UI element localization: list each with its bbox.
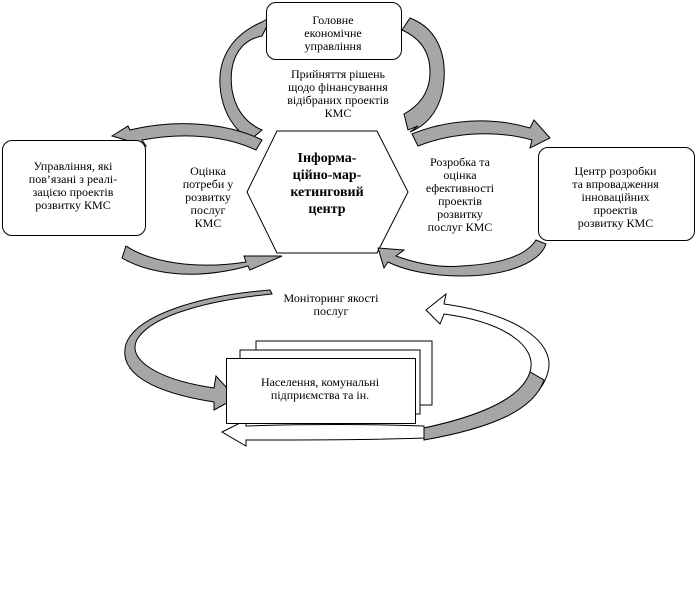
curved-arrow-upper-left: [110, 123, 263, 151]
node-bottom-label: Населення, комунальні підприємства та ін…: [260, 375, 380, 402]
curved-arrow-lower-left: [121, 245, 283, 275]
curved-arrow-top-right: [401, 17, 445, 133]
bottom-outline-arrow: [220, 419, 425, 447]
curved-arrow-lower-right: [377, 239, 547, 277]
node-bottom-box: [226, 358, 416, 424]
center-title: Інформа- ційно-мар- кетинговий центр: [290, 151, 364, 217]
flow-top-label: Прийняття рішень щодо фінансування відіб…: [287, 67, 389, 120]
node-top-box: [266, 2, 402, 60]
node-left-box: [2, 140, 146, 236]
node-right-label: Центр розробки та впровадження інновацій…: [572, 164, 659, 230]
curved-arrow-bottom-left: [124, 289, 273, 411]
flow-bottom-label: Моніторинг якості послуг: [283, 291, 379, 318]
center-hexagon: [246, 130, 409, 254]
flow-right-label: Розробка та оцінка ефективності проектів…: [425, 155, 495, 234]
flow-left-label: Оцінка потреби у розвитку послуг КМС: [182, 164, 234, 230]
arrow-bottom-right-band: [423, 371, 545, 441]
node-right-box: [538, 147, 695, 241]
curved-arrow-upper-right: [411, 119, 551, 149]
node-top-label: Головне економічне управління: [304, 13, 362, 53]
curved-arrow-top-left: [219, 14, 274, 141]
node-left-label: Управління, які пов’язані з реалі- заціє…: [28, 159, 118, 212]
